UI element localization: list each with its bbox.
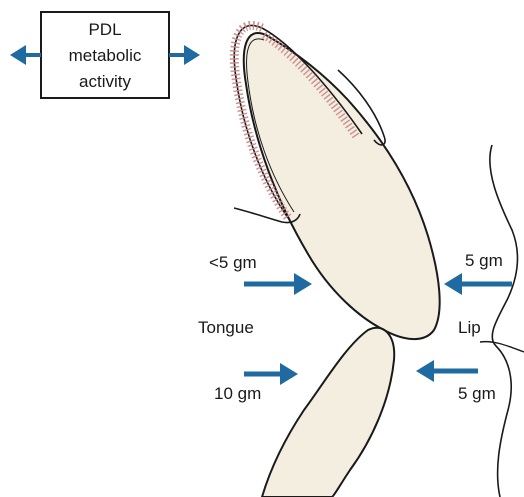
pdl-left-arrow bbox=[10, 45, 41, 65]
force-label-lip-lower: 5 gm bbox=[458, 384, 496, 403]
lip-profile bbox=[490, 145, 518, 497]
tongue-lower-arrow bbox=[244, 363, 298, 385]
label-lip: Lip bbox=[458, 318, 481, 337]
pdl-right-arrow bbox=[169, 45, 200, 65]
pdl-box-line-3: activity bbox=[79, 72, 131, 91]
upper-incisor bbox=[244, 33, 440, 339]
force-label-lip-upper: 5 gm bbox=[465, 251, 503, 270]
tongue-upper-arrow bbox=[244, 273, 312, 295]
force-label-tongue-lower: 10 gm bbox=[214, 384, 261, 403]
lip-lower-arrow bbox=[416, 360, 478, 382]
pdl-box-line-1: PDL bbox=[88, 20, 121, 39]
force-label-tongue-upper: <5 gm bbox=[209, 253, 257, 272]
label-tongue: Tongue bbox=[198, 318, 254, 337]
lip-upper-arrow bbox=[444, 273, 512, 295]
lower-incisor bbox=[262, 328, 394, 497]
pdl-box-line-2: metabolic bbox=[69, 46, 142, 65]
lip-commissure-line bbox=[480, 342, 524, 352]
